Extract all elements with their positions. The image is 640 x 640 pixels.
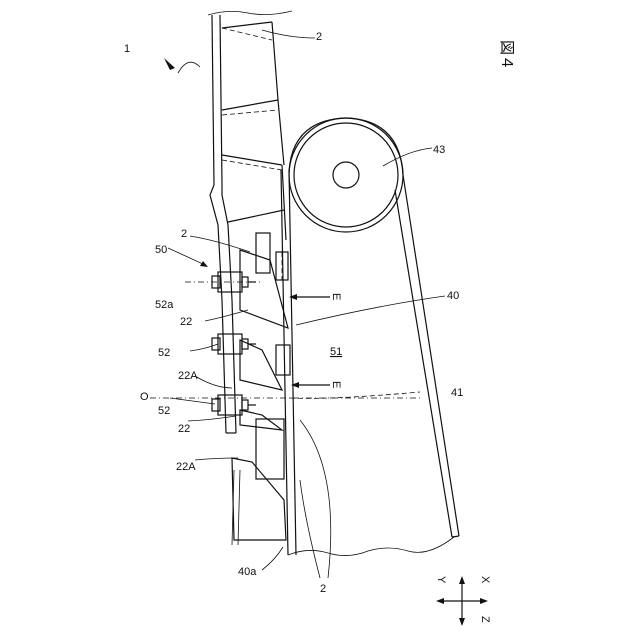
label-e-bottom: E — [330, 381, 342, 388]
label-40: 40 — [447, 290, 459, 302]
arrow-e-top — [289, 294, 330, 300]
label-52-b: 52 — [158, 405, 170, 417]
axes-indicator: Y X Z — [435, 576, 491, 626]
label-22-b: 22 — [178, 423, 190, 435]
axis-z-label: Z — [479, 616, 491, 623]
blades-upper — [222, 22, 286, 240]
label-22-a: 22 — [180, 316, 192, 328]
label-2-top: 2 — [316, 31, 322, 43]
reference-labels: 1 2 43 2 50 52a 22 40 E 52 51 22A E O 41… — [124, 31, 463, 595]
label-2-bottom: 2 — [320, 583, 326, 595]
label-22A-b: 22A — [176, 461, 196, 473]
pulley-43 — [289, 118, 403, 232]
label-22A-a: 22A — [178, 370, 198, 382]
label-1: 1 — [124, 43, 130, 55]
axis-y-label: Y — [435, 576, 447, 584]
label-e-top: E — [330, 293, 342, 300]
label-o: O — [140, 391, 149, 403]
label-41: 41 — [451, 387, 463, 399]
top-break-line — [208, 11, 292, 15]
line-41-projection — [290, 392, 420, 398]
label-52a: 52a — [155, 299, 174, 311]
rail-22 — [210, 15, 236, 433]
arrow-e-bottom — [291, 382, 330, 388]
belt-41 — [289, 118, 459, 537]
label-52-a: 52 — [158, 347, 170, 359]
blades-lower — [232, 250, 288, 545]
figure-label: 図４ — [498, 40, 516, 70]
label-40a: 40a — [238, 566, 257, 578]
label-43: 43 — [433, 144, 445, 156]
axis-x-label: X — [479, 576, 491, 584]
label-50: 50 — [155, 244, 167, 256]
label-2-mid: 2 — [181, 228, 187, 240]
leader-lines — [164, 30, 445, 578]
label-51: 51 — [330, 346, 342, 358]
